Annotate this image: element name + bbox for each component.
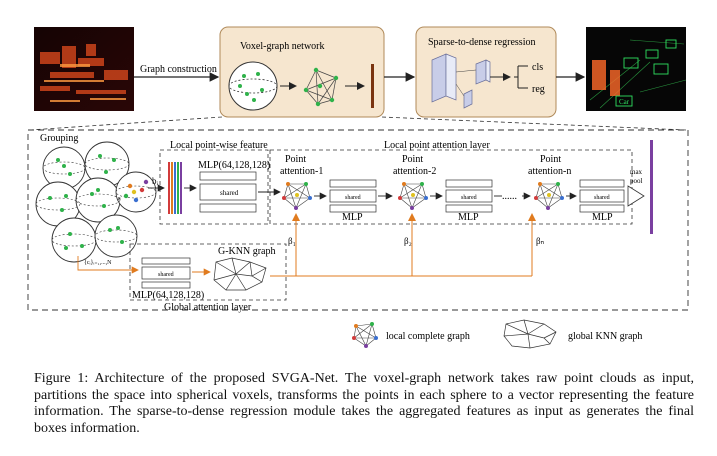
point-attention-2-label-b: attention-2 <box>393 166 436 177</box>
mlp-block-2: shared <box>445 179 493 213</box>
small-graph-icon <box>303 67 339 107</box>
sparse-to-dense-panel: Sparse-to-dense regression cls reg <box>415 26 557 118</box>
point-attention-1-label-a: Point <box>285 154 306 165</box>
shared-label-global: shared <box>158 272 174 278</box>
legend-local-graph-label: local complete graph <box>386 331 470 342</box>
shared-label-2: shared <box>461 195 477 201</box>
pointwise-feature-bars <box>168 162 182 214</box>
mlp-label-1: MLP <box>342 212 363 223</box>
global-attention-box <box>129 243 287 301</box>
legend-global-graph-icon <box>503 319 557 349</box>
a-label: a <box>118 196 121 202</box>
mlp-block-1: shared <box>329 179 377 213</box>
detail-panel <box>27 129 689 311</box>
global-mlp-block: shared <box>141 257 191 289</box>
sparse-to-dense-title: Sparse-to-dense regression <box>428 37 535 48</box>
ci-set-label: {cᵢ}ᵢ₌₁,...,N <box>84 260 112 266</box>
voxel-graph-network-title: Voxel-graph network <box>240 41 325 52</box>
shared-mlp-block: shared <box>199 171 257 213</box>
local-point-attention-label: Local point attention layer <box>384 140 490 151</box>
beta-2-label: β₂ <box>404 236 412 246</box>
shared-label-n: shared <box>594 195 610 201</box>
global-attention-label: Global attention layer <box>164 302 252 313</box>
max-pool-label-a: max <box>630 168 643 176</box>
figure-caption: Figure 1: Architecture of the proposed S… <box>34 371 694 436</box>
local-point-attention-box <box>269 149 633 225</box>
input-point-cloud-image <box>34 27 134 111</box>
cls-label: cls <box>532 62 543 73</box>
gknn-graph-icon <box>213 257 267 291</box>
legend-local-graph-icon <box>352 322 378 348</box>
point-attention-1-label-b: attention-1 <box>280 166 323 177</box>
gknn-graph-label: G-KNN graph <box>218 246 276 257</box>
mlp-main-label: MLP(64,128,128) <box>198 160 270 171</box>
b-i-label: bᵢ <box>152 176 159 186</box>
point-attention-1-graph-icon <box>282 182 312 210</box>
voxel-graph-network-panel: Voxel-graph network <box>219 26 385 118</box>
car-detection-label: Car <box>619 98 630 106</box>
global-attention-feedback-arrows <box>270 213 536 277</box>
grouping-label: Grouping <box>40 133 78 144</box>
beta-1-label: β₁ <box>288 236 296 246</box>
reg-label: reg <box>532 84 545 95</box>
feature-vector-bar <box>371 64 374 108</box>
mlp-block-n: shared <box>579 179 625 213</box>
graph-construction-label: Graph construction <box>140 64 217 75</box>
max-pool-label-b: pool <box>630 177 643 185</box>
local-pointwise-label: Local point-wise feature <box>170 140 268 151</box>
ellipsis-dots: ...... <box>502 191 517 202</box>
point-attention-2-label-a: Point <box>402 154 423 165</box>
output-feature-bar <box>650 140 653 234</box>
point-attention-n-label-b: attention-n <box>528 166 571 177</box>
mlp-global-label: MLP(64,128,128) <box>132 290 204 301</box>
point-attention-n-graph-icon <box>534 182 564 210</box>
max-pool-icon <box>627 185 645 207</box>
point-attention-n-label-a: Point <box>540 154 561 165</box>
grouping-spheres: a <box>35 141 157 263</box>
shared-label-1: shared <box>345 195 361 201</box>
regression-blocks-icon <box>431 53 491 109</box>
mlp-label-2: MLP <box>458 212 479 223</box>
mlp-label-n: MLP <box>592 212 613 223</box>
shared-label: shared <box>220 189 239 197</box>
beta-n-label: βₙ <box>536 236 545 246</box>
point-attention-2-graph-icon <box>398 182 428 210</box>
output-detection-image: Car <box>586 27 687 111</box>
architecture-diagram: Graph construction Voxel-graph network <box>27 26 689 349</box>
voxel-sphere-icon <box>228 61 278 111</box>
legend-global-graph-label: global KNN graph <box>568 331 642 342</box>
